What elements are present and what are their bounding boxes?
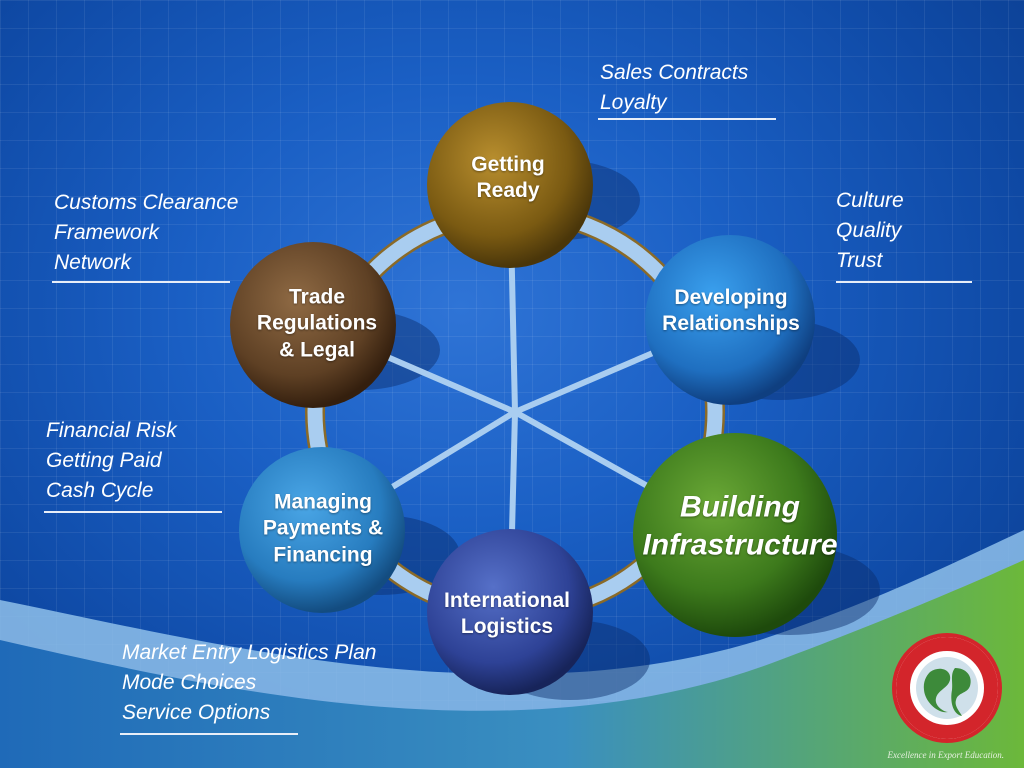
- node-getting-ready: [427, 102, 593, 268]
- label-trade-regulations: Trade Regulations & Legal: [256, 285, 378, 362]
- label-managing-payments: Managing Payments & Financing: [262, 490, 384, 567]
- note-culture: Culture Quality Trust: [836, 189, 904, 272]
- label-getting-ready: Getting Ready: [471, 152, 545, 202]
- note-customs: Customs Clearance Framework Network: [54, 191, 239, 274]
- node-trade-regulations: [230, 242, 396, 408]
- node-managing-payments: [239, 447, 405, 613]
- logo-tagline: Excellence in Export Education.: [887, 750, 1004, 760]
- bottom-wave-green: [0, 560, 1024, 768]
- node-developing-relationships: [645, 235, 815, 405]
- label-building-infrastructure: Building Infrastructure: [642, 490, 838, 562]
- note-sales: Sales Contracts Loyalty: [600, 61, 749, 114]
- note-customs-underline: [52, 281, 230, 283]
- note-market: Market Entry Logistics Plan Mode Choices…: [122, 641, 377, 724]
- label-international-logistics: International Logistics: [443, 588, 571, 638]
- node-international-logistics: [427, 529, 593, 695]
- note-financial-underline: [44, 511, 222, 513]
- note-market-underline: [120, 733, 298, 735]
- node-building-infrastructure: [633, 433, 837, 637]
- note-culture-underline: [836, 281, 972, 283]
- label-developing-relationships: Developing Relationships: [662, 285, 800, 335]
- note-financial: Financial Risk Getting Paid Cash Cycle: [46, 419, 177, 502]
- note-sales-underline: [598, 118, 776, 120]
- export-university-logo: [892, 633, 1002, 743]
